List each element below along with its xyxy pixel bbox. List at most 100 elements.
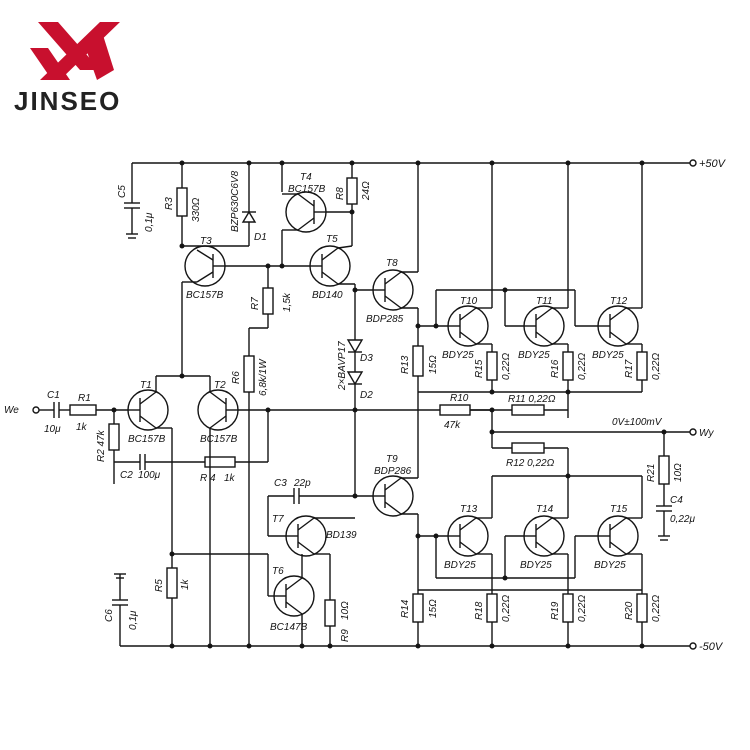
c1-value: 10μ (44, 424, 61, 435)
resistor-r13: R13 15Ω (400, 345, 439, 377)
t8-label: T8 (386, 258, 398, 269)
diodes-type: 2×BAVP17 (337, 341, 348, 391)
resistor-r12: R12 0,22Ω (506, 442, 555, 469)
r19-value: 0,22Ω (577, 595, 588, 622)
t4-label: T4 (300, 172, 312, 183)
r3-value: 330Ω (191, 197, 202, 222)
r17-label: R17 (624, 359, 635, 378)
t4-type: BC157B (288, 184, 326, 195)
c3-label: C3 (274, 478, 287, 489)
t7-label: T7 (272, 514, 284, 525)
d3-label: D3 (360, 353, 373, 364)
r10-label: R10 (450, 393, 469, 404)
r11-label: R11 0,22Ω (508, 394, 556, 405)
capacitor-c6: C6 0,1μ (104, 599, 139, 630)
t1-label: T1 (140, 380, 152, 391)
t14-type: BDY25 (520, 560, 552, 571)
resistor-r18: R18 0,22Ω (474, 593, 512, 623)
r13-value: 15Ω (428, 355, 439, 374)
resistor-r4: R 4 1k (200, 456, 236, 484)
negative-rail-label: -50V (699, 641, 724, 653)
transistor-t2: T2 BC157B (197, 380, 239, 445)
c3-value: 22p (293, 478, 311, 489)
resistor-r9: R9 10Ω (324, 599, 351, 642)
input-node-label: We (4, 405, 19, 416)
r16-value: 0,22Ω (577, 353, 588, 380)
r3-label: R3 (164, 197, 175, 210)
t10-label: T10 (460, 296, 478, 307)
t11-label: T11 (536, 296, 553, 307)
r14-value: 15Ω (428, 599, 439, 618)
resistor-r7: R7 1,5k (250, 266, 293, 328)
t11-type: BDY25 (518, 350, 550, 361)
c2-label: C2 (120, 470, 133, 481)
c2-value: 100μ (138, 470, 161, 481)
resistor-r5: R5 1k (154, 567, 191, 599)
r2-label: R2 47k (96, 429, 107, 462)
d2-label: D2 (360, 390, 373, 401)
t15-type: BDY25 (594, 560, 626, 571)
output-offset-label: 0V±100mV (612, 417, 663, 428)
t12-type: BDY25 (592, 350, 624, 361)
resistor-r10: R10 47k (439, 393, 471, 431)
resistor-r11: R11 0,22Ω (508, 394, 556, 416)
r6-label: R6 (231, 371, 242, 384)
transistor-t4: T4 BC157B (285, 172, 327, 233)
resistor-r15: R15 0,22Ω (474, 351, 512, 381)
d1-label: D1 (254, 232, 267, 243)
r21-value: 10Ω (673, 463, 684, 482)
transistor-t8: T8 BDP285 (366, 258, 414, 325)
t2-label: T2 (214, 380, 226, 391)
c4-value: 0,22μ (670, 514, 695, 525)
t9-label: T9 (386, 454, 398, 465)
r5-value: 1k (180, 578, 191, 590)
c6-label: C6 (104, 609, 115, 622)
transistor-t13: T13 BDY25 (444, 504, 489, 571)
resistor-r3: R3 330Ω (164, 187, 202, 222)
transistor-t10: T10 BDY25 (442, 296, 489, 361)
r20-label: R20 (624, 601, 635, 620)
r5-label: R5 (154, 579, 165, 592)
r1-label: R1 (78, 393, 91, 404)
resistor-r6: R6 6,8k/1W (231, 355, 269, 396)
resistor-r1: R1 1k (69, 393, 97, 433)
transistor-t6: T6 BC147B (270, 566, 315, 633)
output-node-label: Wy (699, 428, 714, 439)
r20-value: 0,22Ω (651, 595, 662, 622)
r4-value: 1k (224, 473, 236, 484)
t1-type: BC157B (128, 434, 166, 445)
diode-d3: D3 (346, 339, 373, 364)
positive-rail-label: +50V (699, 158, 727, 170)
c5-value: 0,1μ (144, 212, 155, 232)
r8-label: R8 (335, 187, 346, 200)
capacitor-c2: C2 100μ (120, 454, 161, 481)
r12-label: R12 0,22Ω (506, 458, 555, 469)
t9-type: BDP286 (374, 466, 412, 477)
t3-type: BC157B (186, 290, 224, 301)
negative-rail: -50V (120, 641, 724, 653)
r18-label: R18 (474, 601, 485, 620)
resistor-r14: R14 15Ω (400, 593, 439, 623)
diode-d2: D2 (346, 371, 373, 401)
resistor-r2: R2 47k (96, 423, 120, 462)
r9-value: 10Ω (340, 601, 351, 620)
t13-label: T13 (460, 504, 478, 515)
r13-label: R13 (400, 355, 411, 374)
transistor-t1: T1 BC157B (127, 380, 169, 445)
r15-label: R15 (474, 359, 485, 378)
resistor-r19: R19 0,22Ω (550, 593, 588, 623)
resistor-r8: R8 24Ω (335, 177, 372, 205)
t3-label: T3 (200, 236, 212, 247)
transistor-t7: T7 BD139 (272, 514, 357, 557)
r7-label: R7 (250, 297, 261, 310)
t15-label: T15 (610, 504, 628, 515)
logo-text: JINSEO (14, 86, 121, 116)
t14-label: T14 (536, 504, 554, 515)
d1-type: BZP630C6V8 (230, 170, 241, 232)
c4-label: C4 (670, 495, 683, 506)
t5-label: T5 (326, 234, 338, 245)
t13-type: BDY25 (444, 560, 476, 571)
r7-value: 1,5k (282, 292, 293, 312)
r9-label: R9 (340, 629, 351, 642)
